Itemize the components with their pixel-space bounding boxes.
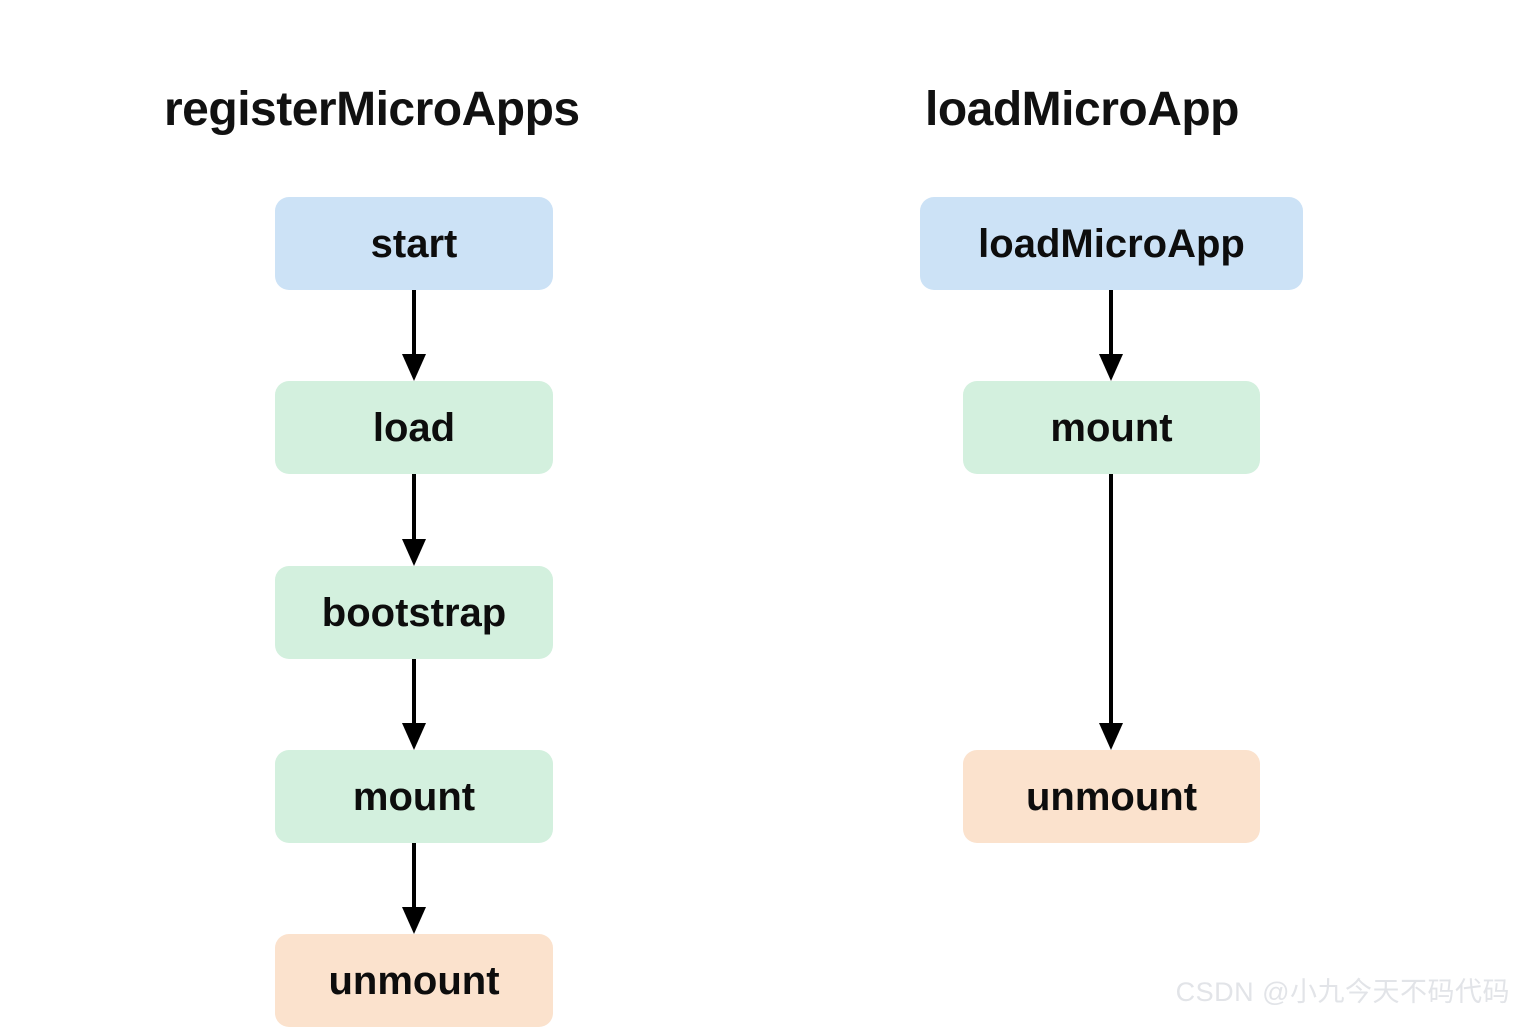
csdn-watermark: CSDN @小九今天不码代码 [1175, 977, 1510, 1007]
node-mount-right[interactable]: mount [963, 381, 1260, 474]
node-mount-left[interactable]: mount [275, 750, 553, 843]
column-title-register-micro-apps: registerMicroApps [164, 83, 580, 136]
arrow-load-to-bootstrap [394, 474, 434, 566]
node-unmount-left[interactable]: unmount [275, 934, 553, 1027]
arrow-bootstrap-to-mount [394, 659, 434, 750]
node-unmount-right[interactable]: unmount [963, 750, 1260, 843]
arrow-mount-to-unmount-right [1091, 474, 1131, 750]
node-start[interactable]: start [275, 197, 553, 290]
arrow-start-to-load [394, 290, 434, 381]
node-load[interactable]: load [275, 381, 553, 474]
arrow-mount-to-unmount-left [394, 843, 434, 934]
node-load-micro-app[interactable]: loadMicroApp [920, 197, 1303, 290]
column-title-load-micro-app: loadMicroApp [925, 83, 1240, 136]
arrow-load-micro-app-to-mount [1091, 290, 1131, 381]
node-bootstrap[interactable]: bootstrap [275, 566, 553, 659]
